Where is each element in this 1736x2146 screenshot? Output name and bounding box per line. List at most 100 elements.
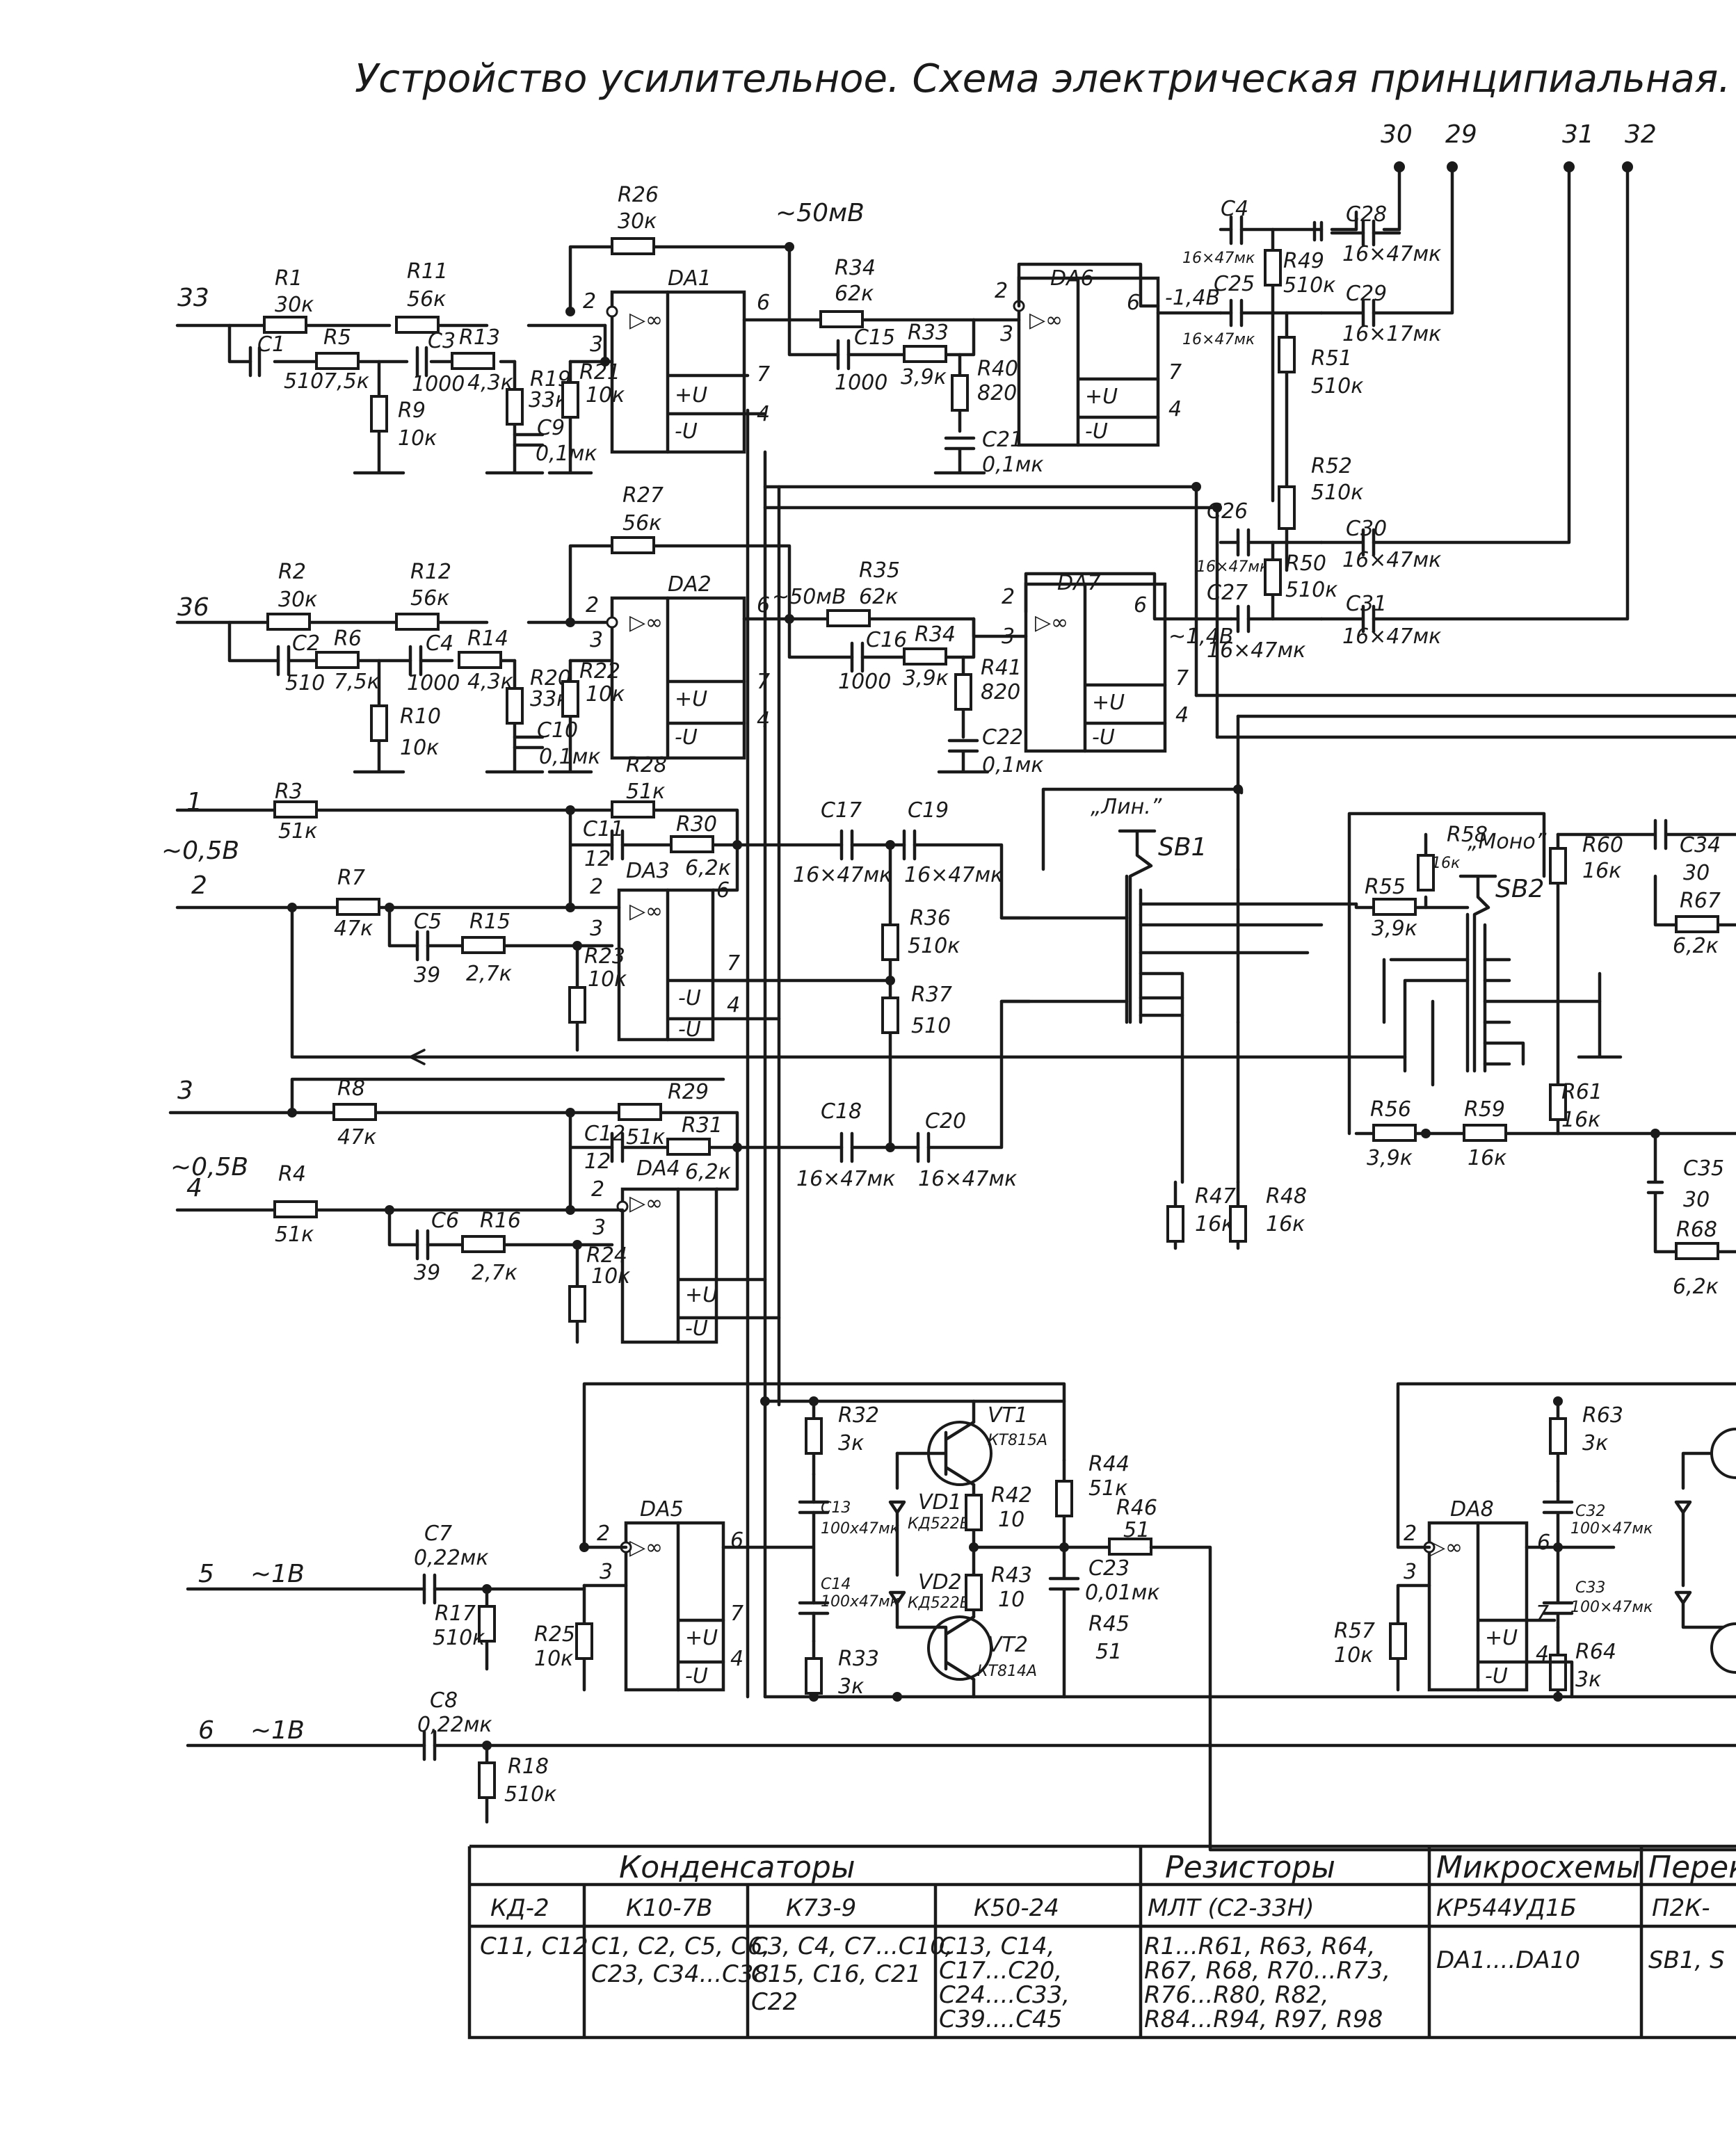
r52-value: 510к xyxy=(1311,481,1363,505)
r37-value: 510 xyxy=(911,1014,951,1038)
c17-name: C17 xyxy=(821,798,862,823)
da7-pin7: 7 xyxy=(1175,666,1189,691)
opamp-da5: ▷∞ DA5 +U -U 2 3 6 7 4 xyxy=(597,1497,744,1692)
c5-value: 39 xyxy=(414,963,440,987)
c9-name: C9 xyxy=(537,416,565,440)
c3-value: 1000 xyxy=(412,372,465,396)
r42-value: 10 xyxy=(998,1508,1024,1532)
resistor-r5 xyxy=(315,352,360,370)
c30-value: 16×47мк xyxy=(1342,548,1441,572)
r45-name: R45 xyxy=(1088,1612,1130,1636)
page-title: Устройство усилительное. Схема электриче… xyxy=(355,56,1730,102)
resistor-r19 xyxy=(506,388,524,426)
r17-value: 510к xyxy=(433,1626,485,1650)
r44-name: R44 xyxy=(1088,1452,1130,1476)
resistor-r7 xyxy=(336,898,380,916)
r49-value: 510к xyxy=(1283,273,1335,298)
r8-value: 47к xyxy=(337,1125,376,1149)
da6-symbol: ▷∞ xyxy=(1029,308,1063,332)
da6-pin7: 7 xyxy=(1168,360,1182,385)
c16-name: C16 xyxy=(866,628,907,652)
r56-value: 3,9к xyxy=(1367,1146,1413,1170)
opamp-da8: ▷∞ DA8 +U -U 2 3 6 7 4 xyxy=(1404,1497,1550,1692)
da8-plus: +U xyxy=(1485,1626,1518,1650)
resistor-r3 xyxy=(273,800,318,818)
r61-value: 16к xyxy=(1561,1108,1600,1132)
r67-value: 6,2к xyxy=(1673,934,1719,958)
da1-name: DA1 xyxy=(668,266,712,291)
output-network-ch1: C4 16×47мк C28 16×47мк C25 16×47мк C29 1… xyxy=(1182,170,1454,572)
c32-value: 100×47мк xyxy=(1570,1520,1653,1538)
r64-value: 3к xyxy=(1575,1668,1601,1692)
c20-name: C20 xyxy=(925,1109,966,1133)
r51-value: 510к xyxy=(1311,374,1363,398)
resistor-r44 xyxy=(1055,1480,1073,1517)
parts-table: Конденсаторы Резисторы Микросхемы Перек … xyxy=(467,1844,1736,2040)
c22-name: C22 xyxy=(982,725,1023,750)
da2-pin7: 7 xyxy=(757,670,770,694)
r15-value: 2,7к xyxy=(466,962,512,986)
channel-4-input: 3 R8 47к ~0,5В 4 R4 51к C6 39 R16 2,7к R… xyxy=(168,1076,725,1344)
c10-name: C10 xyxy=(537,718,578,743)
resistor-r57 xyxy=(1389,1622,1407,1660)
r67-name: R67 xyxy=(1680,889,1721,913)
r29-name: R29 xyxy=(668,1080,709,1104)
r46-value: 51 xyxy=(1123,1518,1150,1542)
output-stage: R32 3к R33 3к C13 100х47мк C14 100х47мк … xyxy=(721,1396,1736,1852)
r26-value: 30к xyxy=(618,209,657,234)
r27-name: R27 xyxy=(622,483,664,508)
resistor-r35 xyxy=(826,609,871,627)
da2-symbol: ▷∞ xyxy=(629,611,663,635)
r52-name: R52 xyxy=(1311,454,1352,478)
da1-pin7: 7 xyxy=(757,362,770,387)
resistor-r2 xyxy=(266,613,311,631)
r60-value: 16к xyxy=(1582,859,1621,883)
c11-name: C11 xyxy=(583,817,624,841)
r57-name: R57 xyxy=(1334,1619,1375,1643)
r7-value: 47к xyxy=(334,917,373,941)
in1-level: ~0,5В xyxy=(161,837,239,865)
terminal-1-label: 1 xyxy=(186,788,202,816)
r45-value: 51 xyxy=(1095,1640,1122,1664)
table-sub-k10: К10-7В xyxy=(626,1894,713,1922)
da5-name: DA5 xyxy=(640,1497,684,1522)
c4-value: 16×47мк xyxy=(1182,250,1255,267)
r47-name: R47 xyxy=(1195,1184,1236,1209)
da4-symbol: ▷∞ xyxy=(629,1191,663,1216)
resistor-r12 xyxy=(395,613,440,631)
c28-value: 16×47мк xyxy=(1342,242,1441,266)
resistor-r15 xyxy=(461,936,506,954)
resistor-r56 xyxy=(1372,1124,1417,1142)
r21-name: R21 xyxy=(579,360,620,385)
da8-name: DA8 xyxy=(1450,1497,1494,1522)
c9-value: 0,1мк xyxy=(536,442,597,466)
c18-value: 16×47мк xyxy=(796,1167,895,1191)
da2-plus: +U xyxy=(675,687,707,711)
r36-name: R36 xyxy=(910,906,951,930)
table-sub-mlt: МЛТ (С2-33Н) xyxy=(1148,1894,1314,1922)
c13-value: 100х47мк xyxy=(821,1520,900,1538)
c33-value: 100×47мк xyxy=(1570,1599,1653,1616)
resistor-r18 xyxy=(478,1761,496,1799)
c14-value: 100х47мк xyxy=(821,1593,900,1611)
table-cell-mlt-3: R76...R80, R82, xyxy=(1144,1981,1329,2009)
r10-value: 10к xyxy=(400,736,439,760)
da6-name: DA6 xyxy=(1050,266,1094,291)
resistor-r68 xyxy=(1675,1242,1719,1260)
r16-value: 2,7к xyxy=(472,1261,517,1285)
c15-value: 1000 xyxy=(835,371,887,395)
switch-sb1: „Лин.” SB1 xyxy=(999,787,1358,1184)
vd2-type: КД522Б xyxy=(908,1595,970,1612)
resistor-r8 xyxy=(332,1103,377,1121)
c7-value: 0,22мк xyxy=(414,1546,489,1570)
r60-name: R60 xyxy=(1582,833,1623,857)
r9-value: 10к xyxy=(398,426,437,451)
r1-name: R1 xyxy=(275,266,303,291)
c29-name: C29 xyxy=(1346,282,1387,306)
da4-pin2: 2 xyxy=(591,1177,604,1202)
da5-pin6: 6 xyxy=(730,1528,744,1553)
da3-symbol: ▷∞ xyxy=(629,899,663,923)
r40-value: 820 xyxy=(977,381,1017,405)
r9-name: R9 xyxy=(398,398,426,423)
table-cell-chips: DA1....DA10 xyxy=(1436,1946,1580,1974)
